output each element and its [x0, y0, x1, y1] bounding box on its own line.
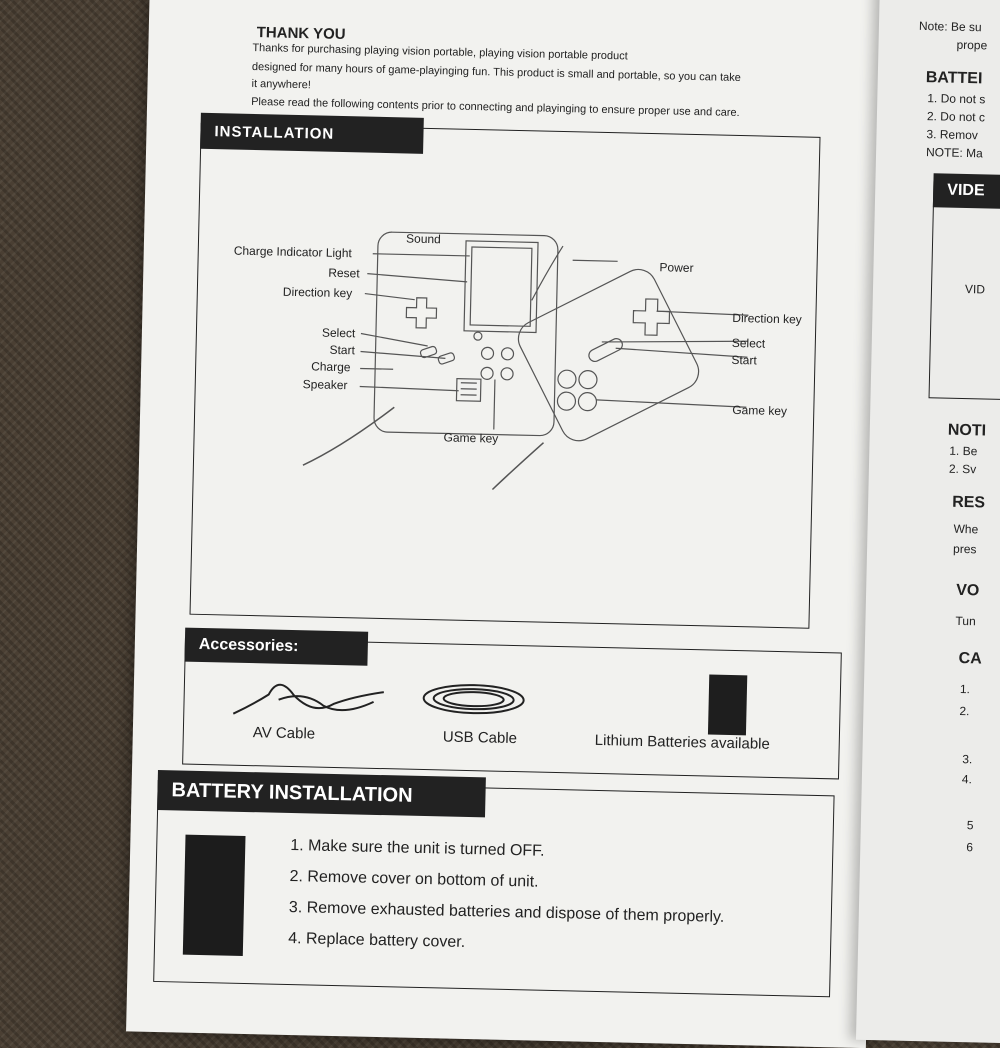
right-volume-line: Tun	[955, 614, 976, 628]
label-charge: Charge	[311, 359, 351, 374]
right-ca-line-1: 1.	[960, 682, 970, 696]
right-batter-line-2: 2. Do not c	[927, 109, 985, 124]
label-start-right: Start	[731, 353, 757, 368]
next-page: Note: Be su prope BATTEI 1. Do not s 2. …	[856, 0, 1000, 1044]
controller-dpad	[633, 299, 670, 336]
instruction-sheet: THANK YOU Thanks for purchasing playing …	[126, 0, 890, 1048]
intro-line-3: it anywhere!	[252, 84, 872, 99]
thank-you-title: THANK YOU	[257, 24, 346, 43]
intro-line-2: designed for many hours of game-playingi…	[252, 67, 872, 82]
right-video-text: VID	[965, 282, 985, 296]
intro-line-1: Thanks for purchasing playing vision por…	[252, 48, 872, 63]
accessory-av-cable: AV Cable	[253, 724, 316, 742]
right-ca-line-6: 6	[966, 840, 973, 854]
label-start-left: Start	[329, 343, 355, 358]
right-batter-heading: BATTEI	[926, 69, 983, 88]
battery-pack-illustration	[183, 835, 246, 956]
label-speaker: Speaker	[303, 377, 348, 392]
console-diagram	[190, 123, 821, 627]
label-select-left: Select	[322, 326, 356, 341]
label-game-key-left: Game key	[443, 430, 498, 445]
right-reset-line-1: Whe	[953, 522, 978, 537]
right-ca-line-3: 3.	[962, 752, 972, 766]
right-ca-line-5: 5	[967, 818, 974, 832]
intro-line-4: Please read the following contents prior…	[251, 102, 871, 117]
charge-cable	[303, 405, 394, 467]
right-note-line-1: Note: Be su	[919, 19, 982, 34]
right-batter-line-4: NOTE: Ma	[926, 145, 983, 160]
battery-icon	[708, 672, 747, 735]
right-notice-line-1: 1. Be	[949, 444, 977, 459]
label-direction-key-left: Direction key	[283, 285, 353, 301]
right-reset-line-2: pres	[953, 542, 977, 557]
controller-cable	[492, 442, 543, 491]
console-screen	[464, 241, 538, 333]
right-video-heading: VIDE	[933, 173, 1000, 211]
label-power: Power	[659, 260, 693, 275]
label-select-right: Select	[732, 336, 766, 351]
right-note-line-2: prope	[956, 38, 987, 53]
right-batter-line-1: 1. Do not s	[927, 91, 985, 106]
label-charge-indicator-light: Charge Indicator Light	[234, 244, 352, 261]
console-dpad	[406, 298, 437, 329]
right-notice-heading: NOTI	[948, 422, 987, 441]
av-cable-icon	[233, 684, 384, 717]
right-ca-heading: CA	[958, 650, 982, 669]
console-speaker	[456, 379, 480, 402]
accessories-heading: Accessories:	[184, 628, 368, 666]
right-reset-heading: RES	[952, 494, 985, 513]
right-ca-line-2: 2.	[959, 704, 969, 718]
right-ca-line-4: 4.	[962, 772, 972, 786]
right-volume-heading: VO	[956, 582, 980, 601]
right-batter-line-3: 3. Remov	[926, 127, 978, 142]
accessory-usb-cable: USB Cable	[443, 728, 518, 747]
label-direction-key-right: Direction key	[732, 311, 802, 327]
label-game-key-right: Game key	[732, 403, 787, 418]
right-notice-line-2: 2. Sv	[949, 462, 977, 477]
label-sound: Sound	[406, 231, 441, 246]
label-reset: Reset	[328, 266, 360, 281]
battery-installation-heading: BATTERY INSTALLATION	[157, 770, 486, 817]
